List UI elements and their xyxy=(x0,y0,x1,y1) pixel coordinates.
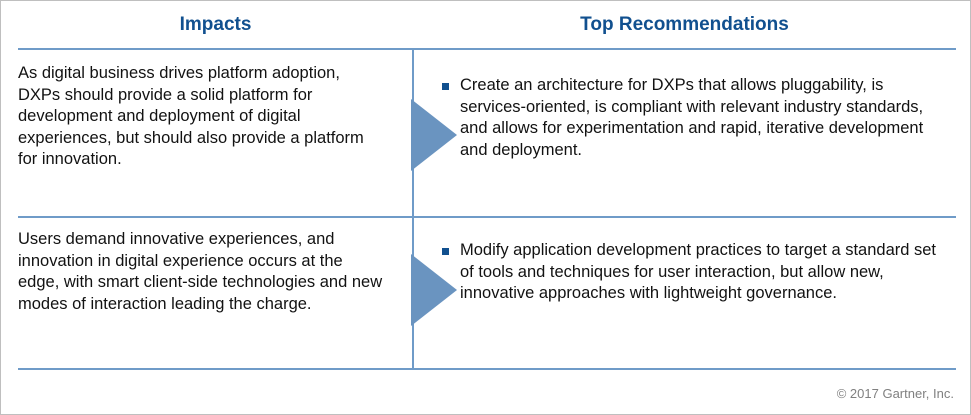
recommendation-text-row-1: Create an architecture for DXPs that all… xyxy=(460,76,924,159)
copyright-notice: © 2017 Gartner, Inc. xyxy=(836,386,954,401)
recommendation-text-row-2: Modify application development practices… xyxy=(460,241,937,302)
column-header-impacts: Impacts xyxy=(179,14,252,35)
bullet-list-item: Create an architecture for DXPs that all… xyxy=(442,75,950,161)
recommendation-cell-row-1: Create an architecture for DXPs that all… xyxy=(442,75,950,161)
right-arrow-icon-row-2 xyxy=(411,254,457,326)
bullet-list-item: Modify application development practices… xyxy=(442,240,950,305)
column-divider-line xyxy=(412,48,414,370)
row-divider-line xyxy=(18,216,956,218)
impact-text-row-2: Users demand innovative experiences, and… xyxy=(18,230,383,313)
impact-text-row-1: As digital business drives platform adop… xyxy=(18,64,364,168)
square-bullet-icon xyxy=(442,83,449,90)
header-divider-line xyxy=(18,48,956,50)
right-arrow-icon-row-1 xyxy=(411,99,457,171)
bottom-divider-line xyxy=(18,368,956,370)
recommendation-cell-row-2: Modify application development practices… xyxy=(442,240,950,305)
square-bullet-icon xyxy=(442,248,449,255)
column-header-top-recommendations: Top Recommendations xyxy=(580,14,789,35)
table-header-row: Impacts Top Recommendations xyxy=(1,1,970,49)
